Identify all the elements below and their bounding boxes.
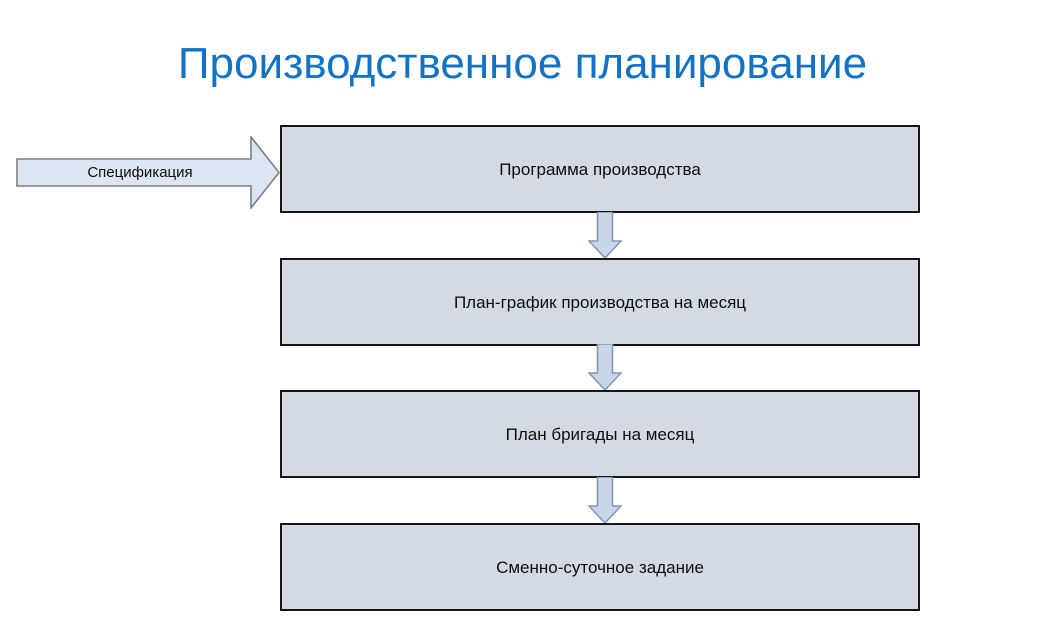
down-arrow-icon	[588, 344, 622, 391]
connector-arrow-1	[588, 212, 622, 259]
flow-step-box-3[interactable]: План бригады на месяц	[280, 390, 920, 478]
flow-step-box-1[interactable]: Программа производства	[280, 125, 920, 213]
connector-arrow-3	[588, 477, 622, 524]
right-arrow-icon	[16, 136, 280, 209]
flow-step-box-2[interactable]: План-график производства на месяц	[280, 258, 920, 346]
page-title: Производственное планирование	[177, 39, 868, 88]
flow-step-label: План-график производства на месяц	[453, 292, 747, 312]
connector-arrow-2	[588, 344, 622, 391]
flow-step-label: План бригады на месяц	[505, 424, 695, 444]
input-arrow-specification[interactable]: Спецификация	[16, 136, 280, 209]
input-arrow-label: Спецификация	[87, 164, 193, 181]
flow-step-label: Программа производства	[499, 159, 701, 179]
down-arrow-icon	[588, 212, 622, 259]
down-arrow-icon	[588, 477, 622, 524]
flow-step-label: Сменно-суточное задание	[496, 557, 704, 577]
flow-step-box-4[interactable]: Сменно-суточное задание	[280, 523, 920, 611]
